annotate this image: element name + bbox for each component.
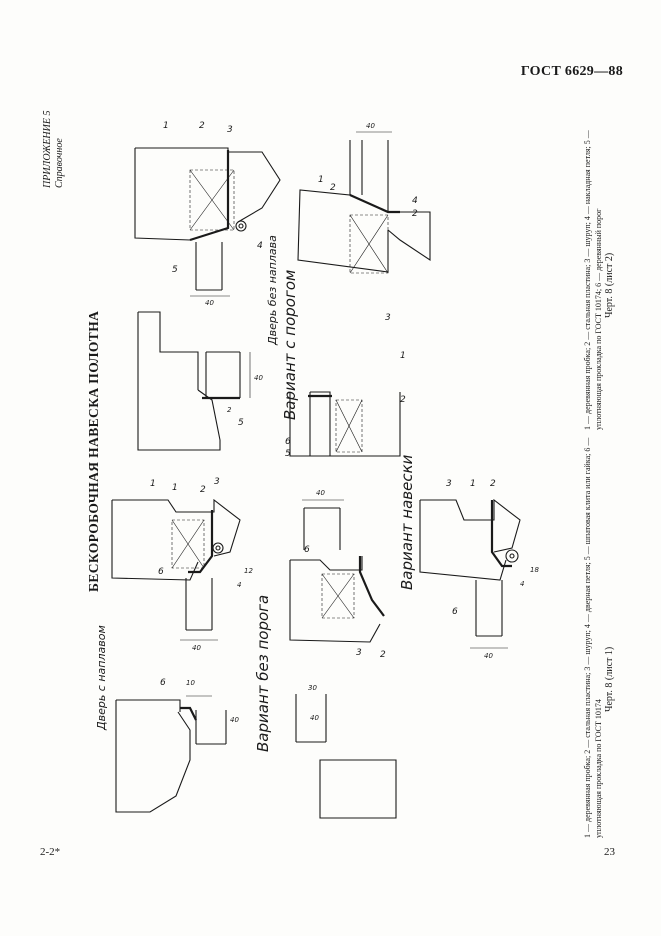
svg-text:2: 2 [200, 485, 206, 495]
svg-text:5: 5 [172, 265, 178, 275]
drawing-door-overlay: 40 12 4 1 1 2 3 6 [111, 477, 253, 652]
svg-text:2: 2 [330, 183, 336, 193]
svg-text:6: 6 [304, 545, 310, 555]
svg-text:40: 40 [310, 714, 319, 722]
svg-text:10: 10 [186, 679, 195, 687]
svg-text:2: 2 [199, 121, 205, 131]
standard-number: ГОСТ 6629—88 [520, 64, 623, 79]
svg-text:3: 3 [356, 648, 362, 658]
svg-text:40: 40 [484, 652, 493, 660]
svg-text:1: 1 [172, 483, 178, 493]
svg-text:2: 2 [490, 479, 496, 489]
page-number: 23 [604, 846, 615, 858]
drawing-hinge-detail: 40 18 4 3 1 2 6 [419, 479, 539, 660]
svg-text:6: 6 [285, 437, 291, 447]
svg-text:2: 2 [412, 209, 418, 219]
drawing-door-no-overlay: 40 1 2 3 4 5 [134, 121, 281, 307]
svg-text:3: 3 [227, 125, 233, 135]
svg-text:2: 2 [400, 395, 406, 405]
svg-text:40: 40 [254, 374, 263, 382]
svg-text:6: 6 [158, 567, 164, 577]
drawing-no-threshold: 10 40 6 30 40 [115, 678, 397, 819]
svg-text:1: 1 [150, 479, 156, 489]
drawing-overlay-hinge: 40 1 2 3 4 2 [297, 122, 431, 323]
svg-text:2: 2 [380, 650, 386, 660]
svg-text:5: 5 [238, 418, 244, 428]
svg-text:3: 3 [446, 479, 452, 489]
svg-text:5: 5 [285, 449, 291, 459]
svg-text:40: 40 [192, 644, 201, 652]
svg-text:1: 1 [163, 121, 169, 131]
svg-text:1: 1 [470, 479, 476, 489]
svg-text:18: 18 [530, 566, 539, 574]
svg-text:40: 40 [366, 122, 375, 130]
svg-text:12: 12 [244, 567, 253, 575]
svg-text:3: 3 [385, 313, 391, 323]
svg-text:40: 40 [230, 716, 239, 724]
printer-signature: 2-2* [40, 846, 61, 858]
svg-text:1: 1 [400, 351, 406, 361]
svg-text:40: 40 [205, 299, 214, 307]
svg-text:3: 3 [214, 477, 220, 487]
svg-text:1: 1 [318, 175, 324, 185]
svg-text:4: 4 [257, 241, 263, 251]
svg-text:2: 2 [227, 406, 232, 414]
drawing-with-threshold: 40 5 2 6 5 1 2 [137, 311, 406, 459]
svg-text:4: 4 [520, 580, 524, 588]
svg-text:6: 6 [452, 607, 458, 617]
drawing-hanging-variant: 40 6 3 2 [289, 489, 386, 660]
svg-text:30: 30 [308, 684, 317, 692]
svg-text:6: 6 [160, 678, 166, 688]
svg-text:4: 4 [237, 581, 241, 589]
svg-text:4: 4 [412, 196, 418, 206]
svg-text:40: 40 [316, 489, 325, 497]
